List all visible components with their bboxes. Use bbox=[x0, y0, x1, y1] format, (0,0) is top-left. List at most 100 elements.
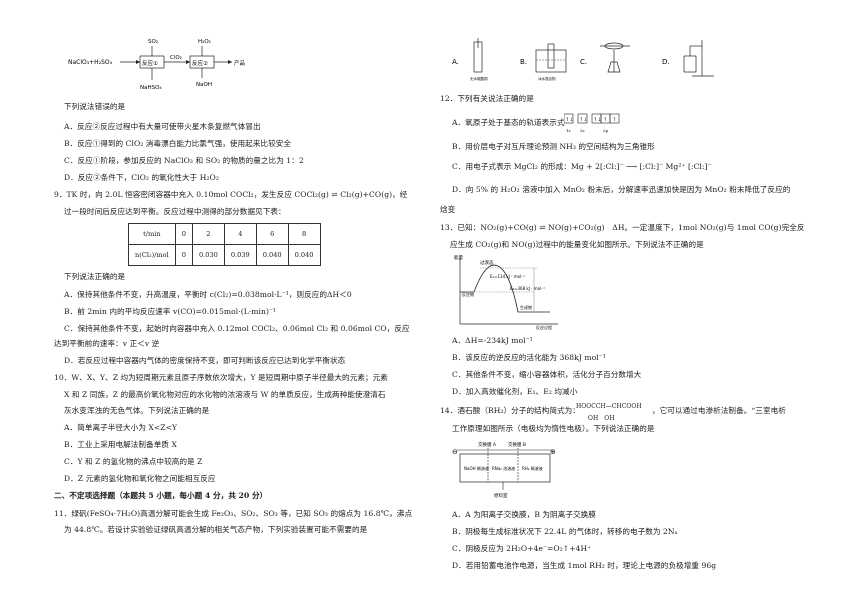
q8-option-b: B．反应①得到的 ClO₂ 消毒漂白能力比氯气强，使用起来比较安全 bbox=[64, 139, 292, 148]
apparatus-options: A. 无水硫酸铜 B. 冰水混合物 C. D. bbox=[452, 38, 752, 83]
flow-reaction1: 反应① bbox=[142, 59, 158, 67]
table-cell: t/min bbox=[128, 223, 176, 245]
orbital-box bbox=[609, 113, 620, 124]
q12-option-c: C．用电子式表示 MgCl₂ 的形成：Mg + 2[:Cl:]⁻ ⟶ [:Cl:… bbox=[452, 162, 712, 171]
apparatus-caption-a: 无水硫酸铜 bbox=[470, 76, 488, 81]
q12-option-d: D．向 5% 的 H₂O₂ 溶液中加入 MnO₂ 粉末后，分解速率迅速加快是因为… bbox=[452, 185, 791, 194]
flow-clo2: ClO₂ bbox=[170, 55, 182, 61]
q14-line1-cont: ，它可以通过电渗析法制备。“三室电析 bbox=[652, 406, 786, 415]
q10-line2: X 和 Z 同族，Z 的最高价氧化物对应的水化物的浓溶液与 W 的单质反应，生成… bbox=[64, 390, 386, 399]
q8-option-d: D．反应②条件下，ClO₂ 的氧化性大于 H₂O₂ bbox=[64, 173, 219, 182]
q14-line2: 工作原理如图所示（电极均为惰性电极）。下列说法正确的是 bbox=[452, 424, 655, 433]
electrodialysis-cell-diagram: 交换膜 A 交换膜 B ⊖ ⊕ NaOH 稀溶液 RNa₂ 浓溶液 RH₂ 稀溶… bbox=[452, 440, 562, 500]
orbital-arrow: ↑↓ bbox=[593, 117, 601, 123]
q13-option-a: A．ΔH=-234kJ mol⁻¹ bbox=[452, 336, 533, 345]
q9-option-c: C．保持其他条件不变，起始时向容器中充入 0.12mol COCl₂、0.06m… bbox=[64, 324, 410, 333]
orbital-label: 1s bbox=[566, 128, 571, 133]
q9-option-c-cont: 达到平衡前的速率：v 正＜v 逆 bbox=[54, 339, 160, 348]
q8-prompt: 下列说法错误的是 bbox=[64, 102, 126, 111]
q13-line2: 应生成 CO₂(g)和 NO(g)过程中的能量变化如图所示。下列说法不正确的是 bbox=[450, 240, 704, 249]
energy-e2-label: E₂=368 kJ · mol⁻¹ bbox=[510, 286, 545, 291]
apparatus-label-c: C. bbox=[580, 58, 587, 66]
apparatus-label-b: B. bbox=[520, 58, 527, 66]
q14-option-d: D．若用铅蓄电池作电源，当生成 1mol RH₂ 时，理论上电源的负极增重 96… bbox=[452, 561, 717, 570]
q13-option-c: C．其他条件不变，缩小容器体积，活化分子百分数增大 bbox=[452, 370, 642, 379]
flow-h2o2: H₂O₂ bbox=[198, 39, 211, 45]
q12-option-d-cont: 焓变 bbox=[440, 205, 456, 214]
orbital-diagram: ↑↓ ↑↓ ↑↓ ↑ ↑ 1s 2s 2p bbox=[563, 112, 634, 136]
process-flow-diagram: NaClO₃+H₂SO₄ 反应① SO₂ NaHSO₄ ClO₂ 反应② H₂O… bbox=[68, 34, 298, 104]
q10-option-c: C．Y 和 Z 的氢化物的沸点中较高的是 Z bbox=[64, 457, 203, 466]
table-cell: 4 bbox=[223, 223, 257, 245]
energy-e1-label: E₁=134 kJ · mol⁻¹ bbox=[490, 274, 525, 279]
process-flow-svg: NaClO₃+H₂SO₄ 反应① SO₂ NaHSO₄ ClO₂ 反应② H₂O… bbox=[68, 39, 246, 91]
energy-ts-label: 过渡态 bbox=[480, 259, 494, 266]
q9-line2: 过一段时间后反应达到平衡。反应过程中测得的部分数据见下表： bbox=[64, 207, 286, 216]
flow-reaction2: 反应② bbox=[192, 59, 208, 67]
anode-icon: ⊕ bbox=[550, 448, 556, 456]
orbital-arrow: ↑↓ bbox=[579, 117, 587, 123]
cell-right-label: RH₂ 稀溶液 bbox=[522, 465, 543, 471]
q8-option-c: C．反应①阶段，参加反应的 NaClO₃ 和 SO₂ 的物质的量之比为 1：2 bbox=[64, 156, 304, 165]
orbital-label: 2s bbox=[580, 128, 585, 133]
orbital-arrow: ↑ bbox=[603, 117, 607, 123]
membrane-a-label: 交换膜 A bbox=[478, 441, 497, 448]
q8-option-a: A．反应②反应过程中有大量可使带火星木条复燃气体冒出 bbox=[64, 122, 261, 131]
energy-product-label: 生成物 bbox=[520, 304, 532, 310]
membrane-b-label: 交换膜 B bbox=[508, 441, 526, 448]
beaker-icon bbox=[535, 49, 567, 73]
orbital-label: 2p bbox=[603, 128, 609, 133]
q10-line1: 10．W、X、Y、Z 均为短周期元素且原子序数依次增大，Y 是短周期中原子半径最… bbox=[54, 373, 388, 382]
energy-reactant-label: 反应物 bbox=[462, 291, 474, 297]
table-cell: 8 bbox=[287, 223, 321, 245]
q14-structure: HOOCCH—CHCOOH bbox=[576, 403, 642, 410]
apparatus-label-d: D. bbox=[662, 58, 670, 66]
q9-option-a: A．保持其他条件不变，升高温度，平衡时 c(Cl₂)=0.038mol·L⁻¹，… bbox=[64, 290, 352, 299]
energy-diagram: 能量 过渡态 E₁=134 kJ · mol⁻¹ E₂=368 kJ · mol… bbox=[454, 254, 564, 330]
q10-option-d: D．Z 元素的氢化物和氧化物之间能相互反应 bbox=[64, 474, 216, 483]
q13-line1: 13．已知：NO₂(g)+CO(g) ⇌ NO(g)+CO₂(g) ΔH。一定温… bbox=[440, 223, 805, 232]
q14-line1: 14．酒石酸（RH₂）分子的结构简式为： bbox=[440, 406, 580, 415]
cell-container bbox=[459, 453, 551, 483]
q9-option-d: D．若反应过程中容器内气体的密度保持不变，即可判断该反应已达到化学平衡状态 bbox=[64, 356, 346, 365]
table-cell: 0.039 bbox=[223, 244, 257, 266]
table-cell: 0 bbox=[174, 223, 193, 245]
orbital-arrow: ↑ bbox=[612, 117, 616, 123]
q12-option-b: B．用价层电子对互斥理论预测 NH₃ 的空间结构为三角锥形 bbox=[452, 142, 655, 151]
table-cell: 0.030 bbox=[191, 244, 225, 266]
cell-bottom-label: 原料室 bbox=[494, 492, 508, 499]
q11-line1: 11．绿矾(FeSO₄·7H₂O)高温分解可能会生成 Fe₂O₃、SO₂、SO₃… bbox=[54, 509, 413, 518]
q14-option-a: A．A 为阳离子交换膜，B 为阴离子交换膜 bbox=[452, 510, 596, 519]
q9-prompt: 下列说法正确的是 bbox=[64, 272, 126, 281]
table-cell: 6 bbox=[255, 223, 289, 245]
q11-line2: 为 44.8℃。若设计实验验证绿矾高温分解的相关气态产物，下列实验装置可能不需要… bbox=[64, 525, 368, 534]
apparatus-caption-b: 冰水混合物 bbox=[538, 76, 556, 81]
apparatus-label-a: A. bbox=[452, 58, 459, 66]
q10-option-b: B．工业上采用电解法制备单质 X bbox=[64, 440, 177, 449]
table-header-row: t/min 0 2 4 6 8 bbox=[128, 223, 321, 245]
table-cell: n(Cl₂)/mol bbox=[128, 244, 176, 266]
q10-option-a: A．简单离子半径大小为 X<Z<Y bbox=[64, 423, 178, 432]
energy-curve bbox=[460, 264, 550, 313]
q14-option-b: B．阴极每生成标准状况下 22.4L 的气体时，转移的电子数为 2Nₐ bbox=[452, 527, 678, 536]
cell-mid-label: RNa₂ 浓溶液 bbox=[492, 465, 515, 471]
q14-option-c: C．阴极反应为 2H₂O+4e⁻=O₂↑+4H⁺ bbox=[452, 544, 592, 553]
q9-line1: 9．TK 时，向 2.0L 恒容密闭容器中充入 0.10mol COCl₂，发生… bbox=[54, 190, 408, 199]
energy-xlabel: 反应过程 bbox=[536, 324, 552, 330]
table-row: n(Cl₂)/mol 0 0.030 0.039 0.040 0.040 bbox=[128, 244, 321, 266]
data-table: t/min 0 2 4 6 8 n(Cl₂)/mol 0 0.030 0.039… bbox=[128, 223, 321, 266]
orbital-box bbox=[577, 113, 588, 124]
orbital-box bbox=[563, 113, 574, 124]
q12-option-a: A．氧原子处于基态的轨道表示式 bbox=[452, 118, 565, 127]
apparatus-svg: A. 无水硫酸铜 B. 冰水混合物 C. D. bbox=[452, 38, 714, 81]
flow-feed: NaClO₃+H₂SO₄ bbox=[68, 59, 113, 66]
section-2-heading: 二、不定项选择题（本题共 5 小题，每小题 4 分，共 20 分） bbox=[54, 491, 268, 500]
q12-prompt: 12．下列有关说法正确的是 bbox=[440, 94, 534, 103]
cell-left-label: NaOH 稀溶液 bbox=[464, 465, 489, 471]
flow-naoh: NaOH bbox=[196, 82, 212, 88]
flow-product: 产品 bbox=[234, 59, 246, 67]
flow-nahso4: NaHSO₄ bbox=[140, 85, 162, 91]
q14-structure-oh: OH OH bbox=[588, 415, 615, 422]
table-cell: 0.040 bbox=[255, 244, 289, 266]
